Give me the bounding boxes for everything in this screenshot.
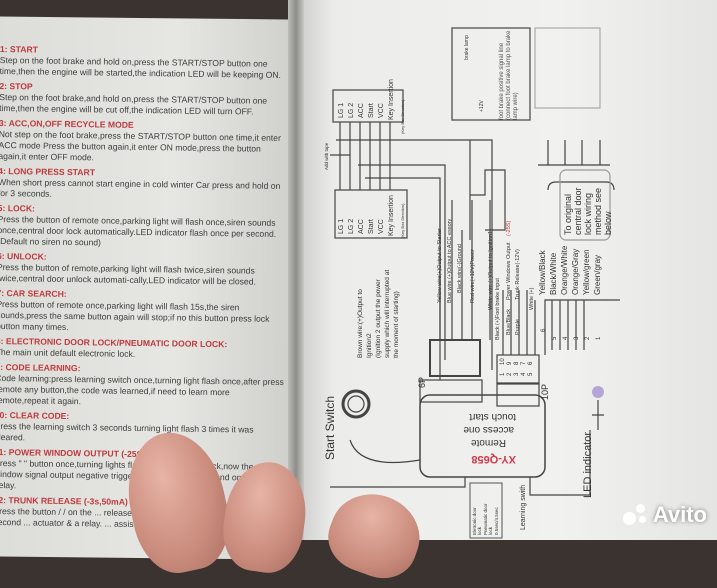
door-lock-note-5: below (603, 211, 613, 235)
relay-label-lg2-b: LG 2 (348, 219, 355, 234)
lock-select-3[interactable]: Pneumatic door (483, 503, 488, 535)
lock-select-2: lock (477, 526, 482, 535)
module-name-3: touch start (469, 411, 516, 422)
door-wire-4: Orange/White (560, 245, 569, 295)
foot-brake-note: foot brake positive signal line (connect… (499, 30, 519, 120)
relay-label-lg1-b: LG 1 (338, 219, 345, 234)
led-indicator-label: LED indicator (582, 432, 594, 498)
door-pin-4: 4 (563, 336, 569, 340)
trunk-release-label: Trunk Release(-12V) (515, 249, 521, 300)
pin-9: 9 (507, 361, 513, 365)
pin-7: 7 (521, 361, 527, 365)
relay-label-start: Start (368, 103, 375, 118)
learning-switch-label: Learning swith (520, 485, 527, 530)
connector-6p-label: 6P (417, 377, 427, 388)
led-icon (592, 386, 604, 398)
plus12v-label: +12V (479, 100, 485, 112)
wire-blue-label: Blue wire (+)Output to ACC essory (447, 219, 453, 303)
connector-10p-plug (496, 354, 540, 384)
door-pin-3: 3 (574, 336, 580, 340)
wire-white-ignition-label: White wire (+)Output to Ignition1 (488, 231, 494, 310)
power-windows-note: (-25S) (506, 221, 512, 236)
module-name-2: access one (463, 424, 514, 435)
wire-yellow-label: Yellow wire(+)Output to Starter (437, 228, 443, 303)
connector-6p-plug (429, 339, 481, 377)
relay-box-note: (Key Box Direction) (400, 99, 405, 134)
brown-wire-note-3: (Ignition 2 output the power (375, 278, 382, 358)
relay-label-start-b: Start (368, 219, 375, 234)
relay-label-lg2: LG 2 (348, 103, 355, 118)
start-switch-label: Start Switch (323, 396, 337, 460)
wire-red-label: Red wire(+12V)Power (470, 249, 476, 303)
door-pin-5: 5 (552, 336, 558, 340)
relay-label-acc: ACC (358, 103, 365, 118)
door-wire-2: Yellow/green (582, 249, 591, 295)
remote-start-module (419, 394, 546, 478)
brown-wire-note-4: supply which will interrupted at (384, 270, 391, 358)
wire-purple-label: Purple (515, 319, 521, 335)
avito-logo-icon (622, 504, 649, 526)
door-wire-5: Black/White (549, 252, 558, 295)
door-lock-note-4: method see (593, 188, 603, 235)
relay-label-key: Key Insertion (388, 79, 395, 120)
book-spine (288, 0, 304, 540)
relay-box-lower (334, 189, 408, 239)
connector-10p-label: 10P (540, 384, 550, 400)
module-model: XY-Q658 (471, 453, 516, 465)
relay-label-acc-b: ACC (358, 219, 365, 234)
relay-label-vcc-b: VCC (378, 219, 385, 234)
avito-watermark: Avito (622, 502, 707, 528)
lock-select-5: 0.5sec/4.5sec (494, 506, 499, 535)
relay-box (332, 89, 404, 123)
lock-select-4: lock (488, 526, 493, 535)
pin-1: 1 (500, 372, 506, 376)
pin-5: 5 (528, 372, 534, 376)
brown-wire-note-2: Ignition2 (366, 333, 373, 358)
add-with-tape-label: Add with tape (324, 142, 329, 170)
pin-6: 6 (528, 361, 534, 365)
door-pin-6: 6 (541, 328, 547, 332)
pin-4: 4 (521, 372, 527, 376)
door-lock-note-2: central door (573, 187, 583, 235)
wiring-diagram: LG 1 LG 2 ACC Start VCC Key Insertion LG… (323, 27, 620, 539)
relay-label-lg1: LG 1 (338, 103, 345, 118)
wire-black-label: Black wire(-)Ground (457, 244, 463, 293)
pin-10: 10 (500, 358, 506, 365)
door-wire-6: Yellow/Black (538, 249, 547, 295)
lock-select-1[interactable]: Eletronic door (472, 507, 477, 535)
module-name-1: Remote (471, 437, 506, 448)
pin-8: 8 (514, 361, 520, 365)
door-lock-note-1: To original (563, 194, 573, 235)
pin-3: 3 (514, 372, 520, 376)
brown-wire-note-1: Brown wire:(+)Output to (357, 289, 364, 358)
brown-wire-note-5: the moment of starting) (393, 291, 400, 358)
door-wire-3: Orange/Gray (571, 249, 580, 295)
pin-2: 2 (507, 372, 513, 376)
power-windows-output-label: Power Windows Output (506, 242, 512, 300)
door-wire-1: Green/gray (593, 255, 602, 295)
relay-label-key-b: Key Insertion (388, 195, 395, 236)
white-plus-label: White (+) (529, 287, 535, 310)
brake-lamp-label: brake lamp (464, 35, 470, 60)
start-switch-button (341, 389, 371, 419)
door-pin-2: 2 (585, 336, 591, 340)
door-lock-note-3: lock wiring (583, 193, 593, 235)
wire-blueblack-label: Blue/Black (506, 309, 512, 335)
relay-label-vcc: VCC (378, 103, 385, 118)
relay-box-note-b: (Key Box Direction) (400, 203, 405, 238)
door-pin-1: 1 (596, 336, 602, 340)
wire-black-brake-label: Black (+)Foot brake Input (495, 278, 501, 340)
avito-wordmark: Avito (652, 502, 707, 527)
